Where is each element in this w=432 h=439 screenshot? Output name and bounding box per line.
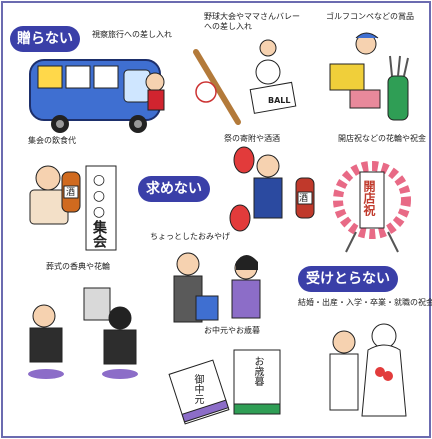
golf-bag-icon [329,32,409,121]
meeting-scene [29,165,117,251]
souvenir-scene [173,252,261,323]
wedding-couple-icon [329,323,407,417]
gift-box-label-1: 御中元 [192,374,203,404]
baseball-bat-icon [193,49,241,125]
section-badge-request: 求めない [138,176,210,202]
ball-box-label: BALL [268,96,291,105]
flower-stand-text: 開店祝 [362,180,376,216]
sake-label-1: 酒 [66,188,76,198]
festival-scene [229,146,315,232]
caption-flowers: 開店祝などの花輪や祝金 [338,134,426,143]
section-badge-give: 贈らない [10,26,80,52]
meeting-banner-icon [85,165,117,251]
caption-festival: 祭の寄附や酒酒 [224,134,280,143]
lantern-icon [233,146,255,174]
meeting-banner-text: ○○○集会 [91,172,107,248]
caption-golf: ゴルフコンペなどの賞品 [326,12,414,21]
bus-icon [29,59,165,133]
caption-funeral: 葬式の香典や花輪 [46,262,110,271]
volleyball-icon [249,39,297,114]
caption-gift: お中元やお歳暮 [204,326,260,335]
caption-meeting: 集会の飲食代 [28,136,76,145]
caption-souvenir: ちょっとしたおみやげ [150,232,230,241]
flower-stand-icon [333,161,411,253]
gift-box-label-2: お歳暮 [252,356,263,386]
section-badge-receive: 受けとらない [298,266,398,292]
caption-wedding: 結婚・出産・入学・卒業・就職の祝金 [298,298,432,307]
caption-bus: 視察旅行への差し入れ [92,30,172,39]
sake-label-2: 酒 [299,194,309,204]
funeral-altar-icon [28,287,138,379]
caption-sports: 野球大会やママさんバレーへの差し入れ [204,12,300,31]
gift-box-icon [168,349,281,425]
